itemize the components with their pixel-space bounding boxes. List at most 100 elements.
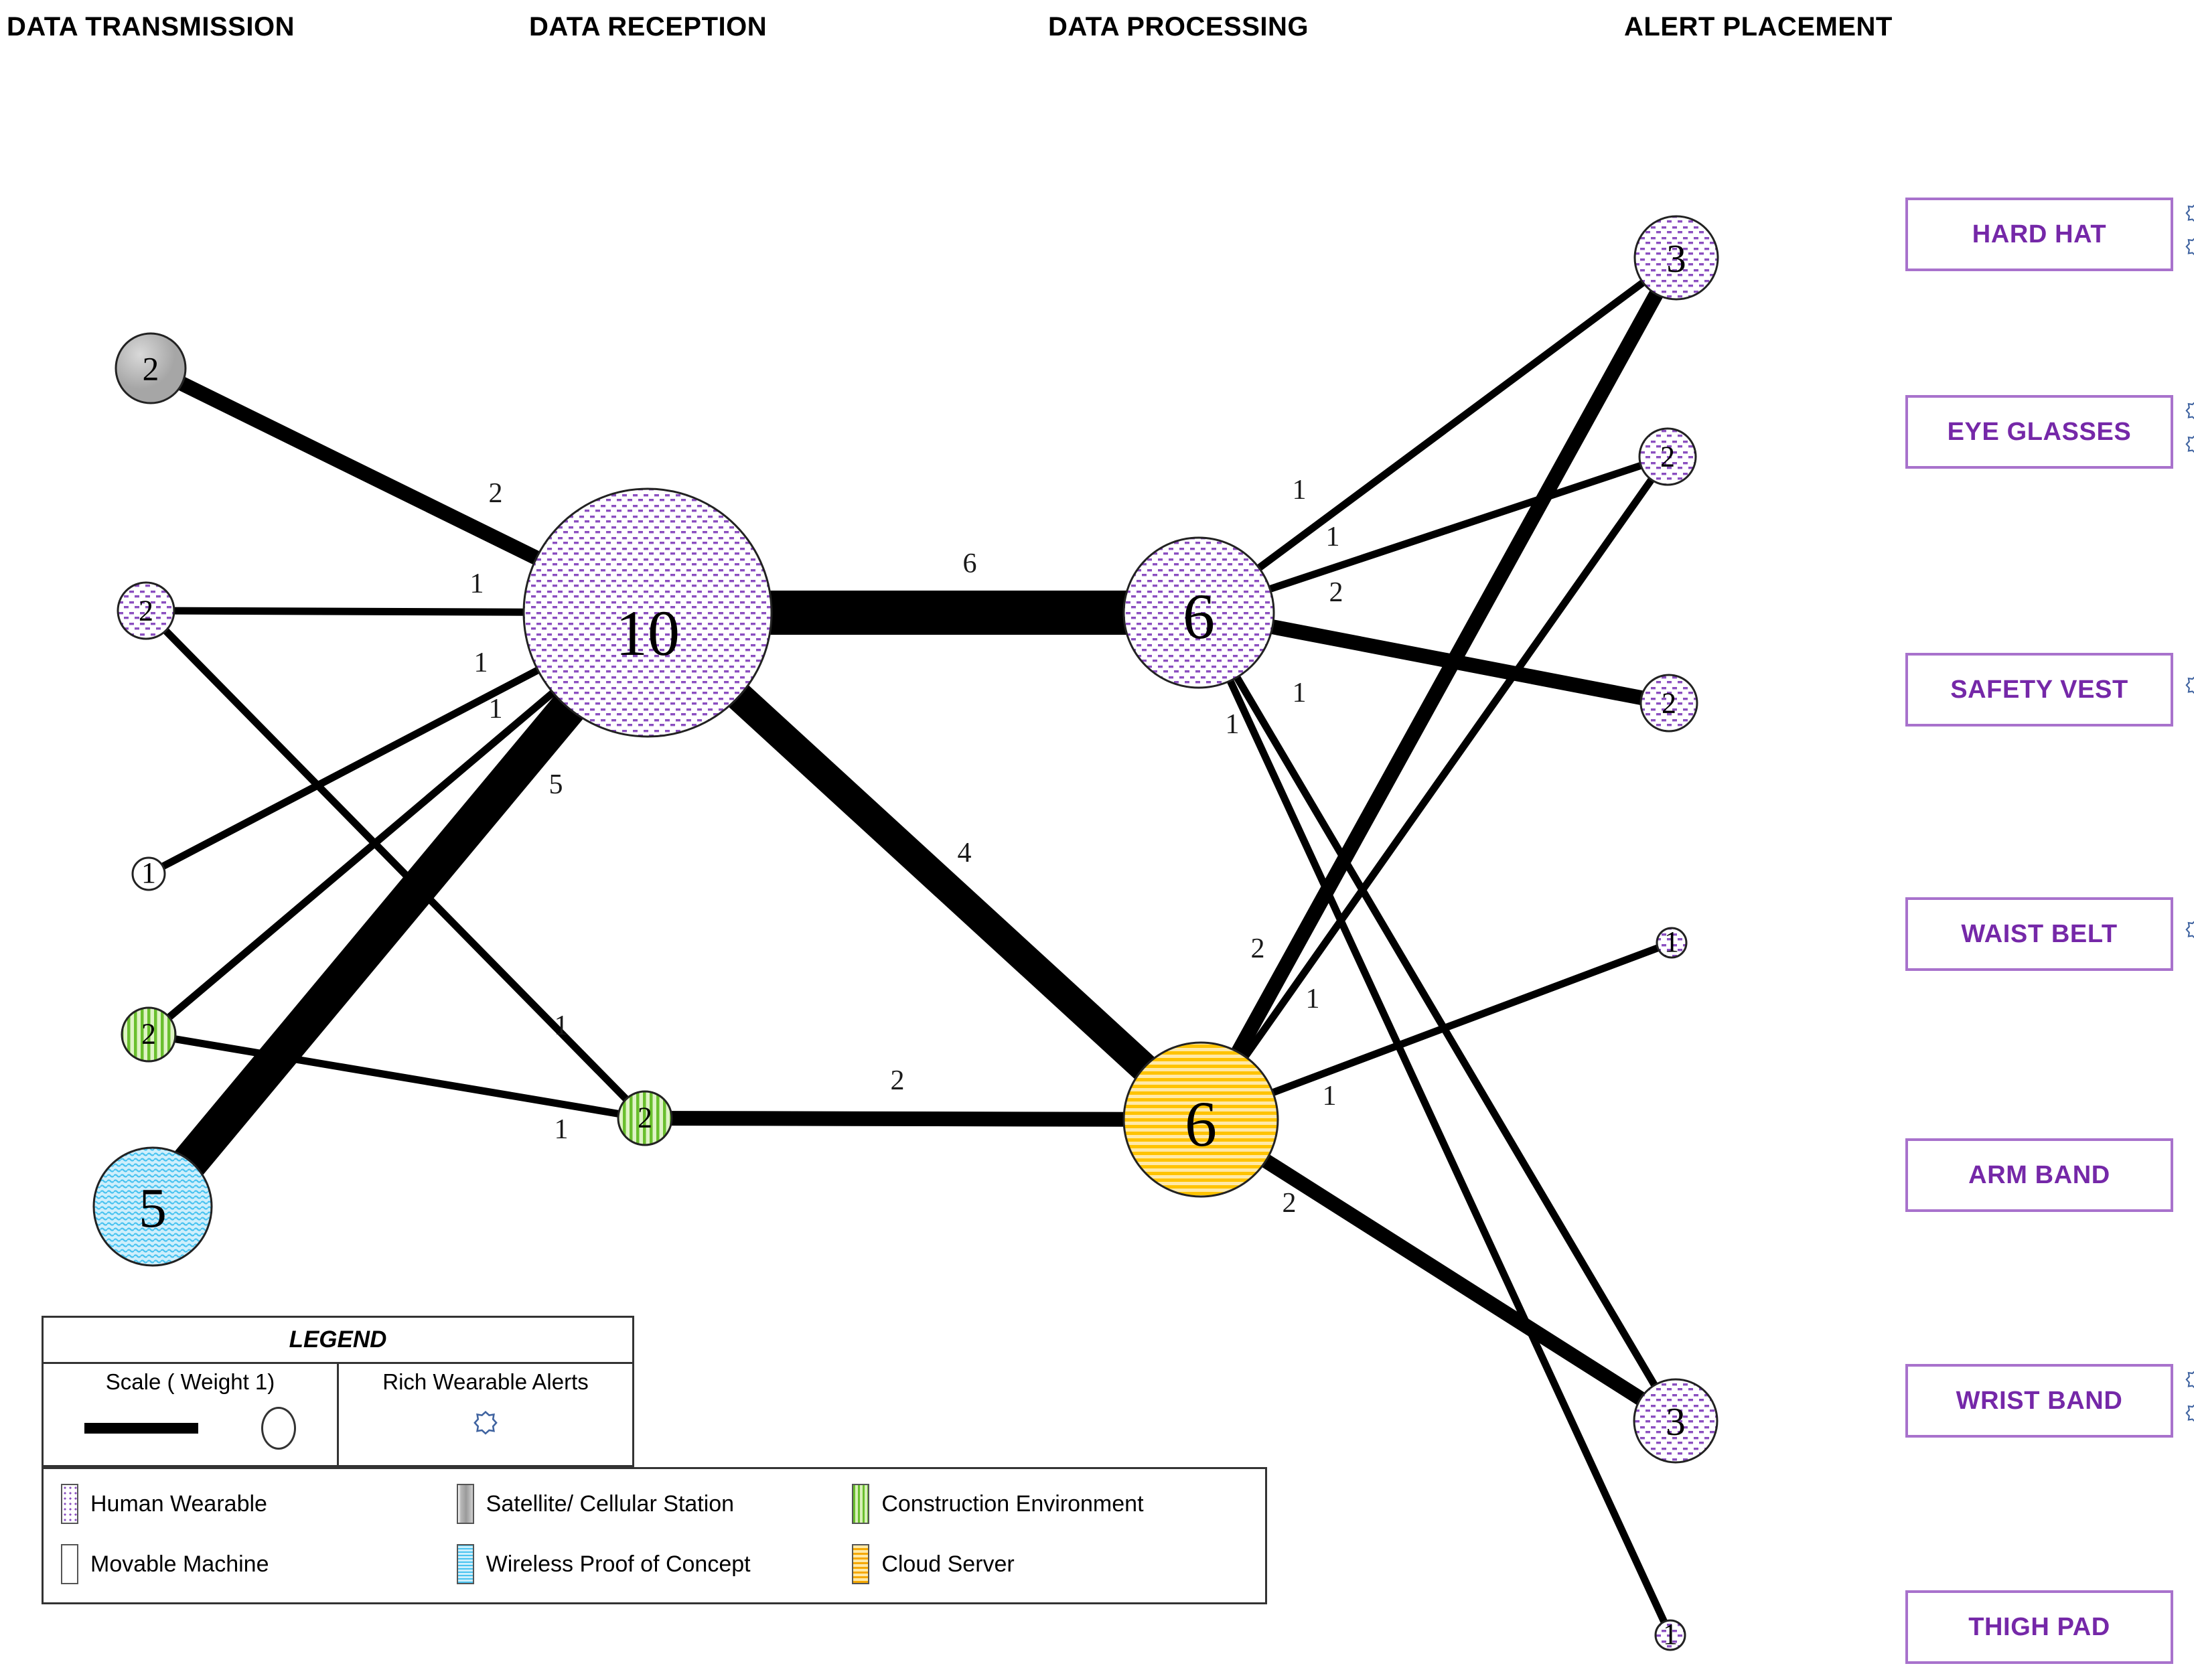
legend-type-label: Cloud Server: [881, 1551, 1015, 1577]
edge-weight-label: 1: [1306, 984, 1320, 1014]
legend-node-types-panel: Human Wearable Satellite/ Cellular Statio…: [42, 1467, 1267, 1604]
graph-node-ce2[interactable]: 2: [121, 1006, 177, 1063]
graph-node-hw2[interactable]: 2: [117, 581, 175, 640]
graph-node-a1b[interactable]: 1: [1654, 1618, 1686, 1651]
node-value-label: 1: [1664, 925, 1679, 958]
node-circle: [1656, 927, 1688, 959]
legend-type-satellite-cellular-station: Satellite/ Cellular Station: [456, 1484, 853, 1524]
legend-type-human-wearable: Human Wearable: [61, 1484, 457, 1524]
edge-weight-label: 1: [1326, 522, 1340, 552]
edge-proc6-a2b: [1197, 605, 1671, 710]
scale-circle-icon: [261, 1407, 296, 1450]
alert-box-thigh-pad[interactable]: THIGH PAD: [1905, 1590, 2173, 1664]
graph-node-cloud6[interactable]: 6: [1122, 1041, 1279, 1198]
node-value-label: 10: [615, 597, 680, 669]
edge-weight-label: 2: [1251, 933, 1265, 964]
column-header-alert-placement: ALERT PLACEMENT: [1624, 12, 1893, 42]
node-value-label: 5: [139, 1178, 167, 1239]
edge-weight-label: 2: [891, 1065, 905, 1096]
edge-proc6-a2a: [1197, 453, 1669, 617]
node-value-label: 3: [1666, 1400, 1685, 1444]
node-circle: [1633, 1378, 1718, 1464]
graph-node-wpoc5[interactable]: 5: [92, 1146, 213, 1267]
edge-weight-label: 1: [1323, 1081, 1337, 1112]
graph-node-proc6[interactable]: 6: [1122, 536, 1275, 689]
edge-hw2-ce2b: [143, 608, 648, 1121]
edge-cloud6-a3b: [1197, 1113, 1680, 1428]
edge-weight-label: 1: [555, 1010, 569, 1041]
graph-node-sat2[interactable]: 2: [115, 332, 187, 404]
node-circle: [117, 581, 175, 640]
legend-swatch-cloud-server: [852, 1544, 870, 1584]
legend-type-wireless-proof-of-concept: Wireless Proof of Concept: [456, 1544, 853, 1584]
legend-type-label: Movable Machine: [90, 1551, 269, 1577]
node-value-label: 2: [139, 594, 153, 627]
node-circle: [522, 487, 773, 738]
alert-box-safety-vest[interactable]: SAFETY VEST: [1905, 653, 2173, 727]
alert-stars-safety-vest: [2180, 670, 2194, 710]
edge-weight-label: 6: [963, 548, 977, 579]
graph-node-ce2b[interactable]: 2: [617, 1090, 673, 1146]
rich-wearable-alert-star-icon: [2185, 1371, 2194, 1389]
edge-weight-label: 1: [1226, 709, 1240, 740]
node-circle: [617, 1090, 673, 1146]
alert-stars-waist-belt: [2180, 914, 2194, 954]
edge-weight-label: 1: [555, 1114, 569, 1145]
node-circle: [131, 856, 166, 891]
node-value-label: 2: [141, 1018, 156, 1051]
graph-node-a2a[interactable]: 2: [1638, 427, 1697, 486]
legend-swatch-construction-environment: [852, 1484, 870, 1524]
graph-node-a3[interactable]: 3: [1633, 215, 1719, 301]
column-header-data-transmission: DATA TRANSMISSION: [7, 12, 295, 42]
edge-ce2-ce2b: [148, 1030, 646, 1122]
edge-ce2b-cloud6: [644, 1111, 1201, 1127]
column-header-data-processing: DATA PROCESSING: [1048, 12, 1309, 42]
graph-node-a1a[interactable]: 1: [1656, 925, 1688, 959]
node-circle: [1122, 1041, 1279, 1198]
rich-wearable-alert-star-icon: [473, 1410, 498, 1435]
alert-box-eye-glasses[interactable]: EYE GLASSES: [1905, 395, 2173, 469]
edge-wpoc5-hub10: [138, 601, 662, 1219]
node-value-label: 1: [141, 856, 156, 889]
alert-box-label: WRIST BAND: [1956, 1386, 2123, 1415]
graph-node-mm1[interactable]: 1: [131, 856, 166, 891]
rich-wearable-alert-star-icon: [2185, 402, 2194, 420]
node-circle: [1639, 674, 1698, 733]
node-circle: [121, 1006, 177, 1063]
legend-type-label: Construction Environment: [881, 1491, 1144, 1517]
legend-title: LEGEND: [289, 1326, 387, 1353]
edge-cloud6-a3: [1194, 254, 1683, 1124]
node-value-label: 2: [143, 351, 159, 388]
edge-layer: [138, 254, 1683, 1637]
rich-wearable-alert-star-icon: [2185, 238, 2194, 256]
alert-box-arm-band[interactable]: ARM BAND: [1905, 1138, 2173, 1212]
legend-alerts-cell: Rich Wearable Alerts: [339, 1364, 632, 1467]
legend-swatch-satellite-cellular-station: [456, 1484, 474, 1524]
node-circle: [1654, 1619, 1686, 1651]
rich-wearable-alert-star-icon: [2185, 435, 2194, 453]
edge-weight-label: 2: [1283, 1188, 1297, 1219]
edge-weight-label: 5: [549, 769, 563, 800]
alert-box-wrist-band[interactable]: WRIST BAND: [1905, 1364, 2173, 1438]
rich-wearable-alert-star-icon: [2185, 676, 2194, 694]
alert-box-label: SAFETY VEST: [1950, 675, 2128, 704]
node-value-label: 6: [1185, 1088, 1217, 1160]
node-layer: 2 2 1 2 5 10 2 6 6 3 2 2 1 3 1: [92, 215, 1719, 1651]
legend-title-bar: LEGEND: [44, 1318, 632, 1364]
alert-stars-wrist-band: [2180, 1364, 2194, 1438]
node-value-label: 6: [1183, 581, 1215, 652]
legend-type-label: Satellite/ Cellular Station: [486, 1491, 735, 1517]
node-value-label: 2: [1660, 440, 1675, 473]
graph-node-a3b[interactable]: 3: [1633, 1378, 1718, 1464]
graph-node-hub10[interactable]: 10: [522, 487, 773, 738]
node-circle: [1122, 536, 1275, 689]
edge-weight-label: 1: [1293, 678, 1307, 708]
edge-weight-label: 2: [1329, 577, 1343, 608]
legend-swatch-wireless-proof-of-concept: [456, 1544, 474, 1584]
alert-box-hard-hat[interactable]: HARD HAT: [1905, 198, 2173, 271]
graph-node-a2b[interactable]: 2: [1639, 674, 1698, 733]
alert-box-waist-belt[interactable]: WAIST BELT: [1905, 897, 2173, 971]
node-value-label: 2: [638, 1101, 652, 1134]
